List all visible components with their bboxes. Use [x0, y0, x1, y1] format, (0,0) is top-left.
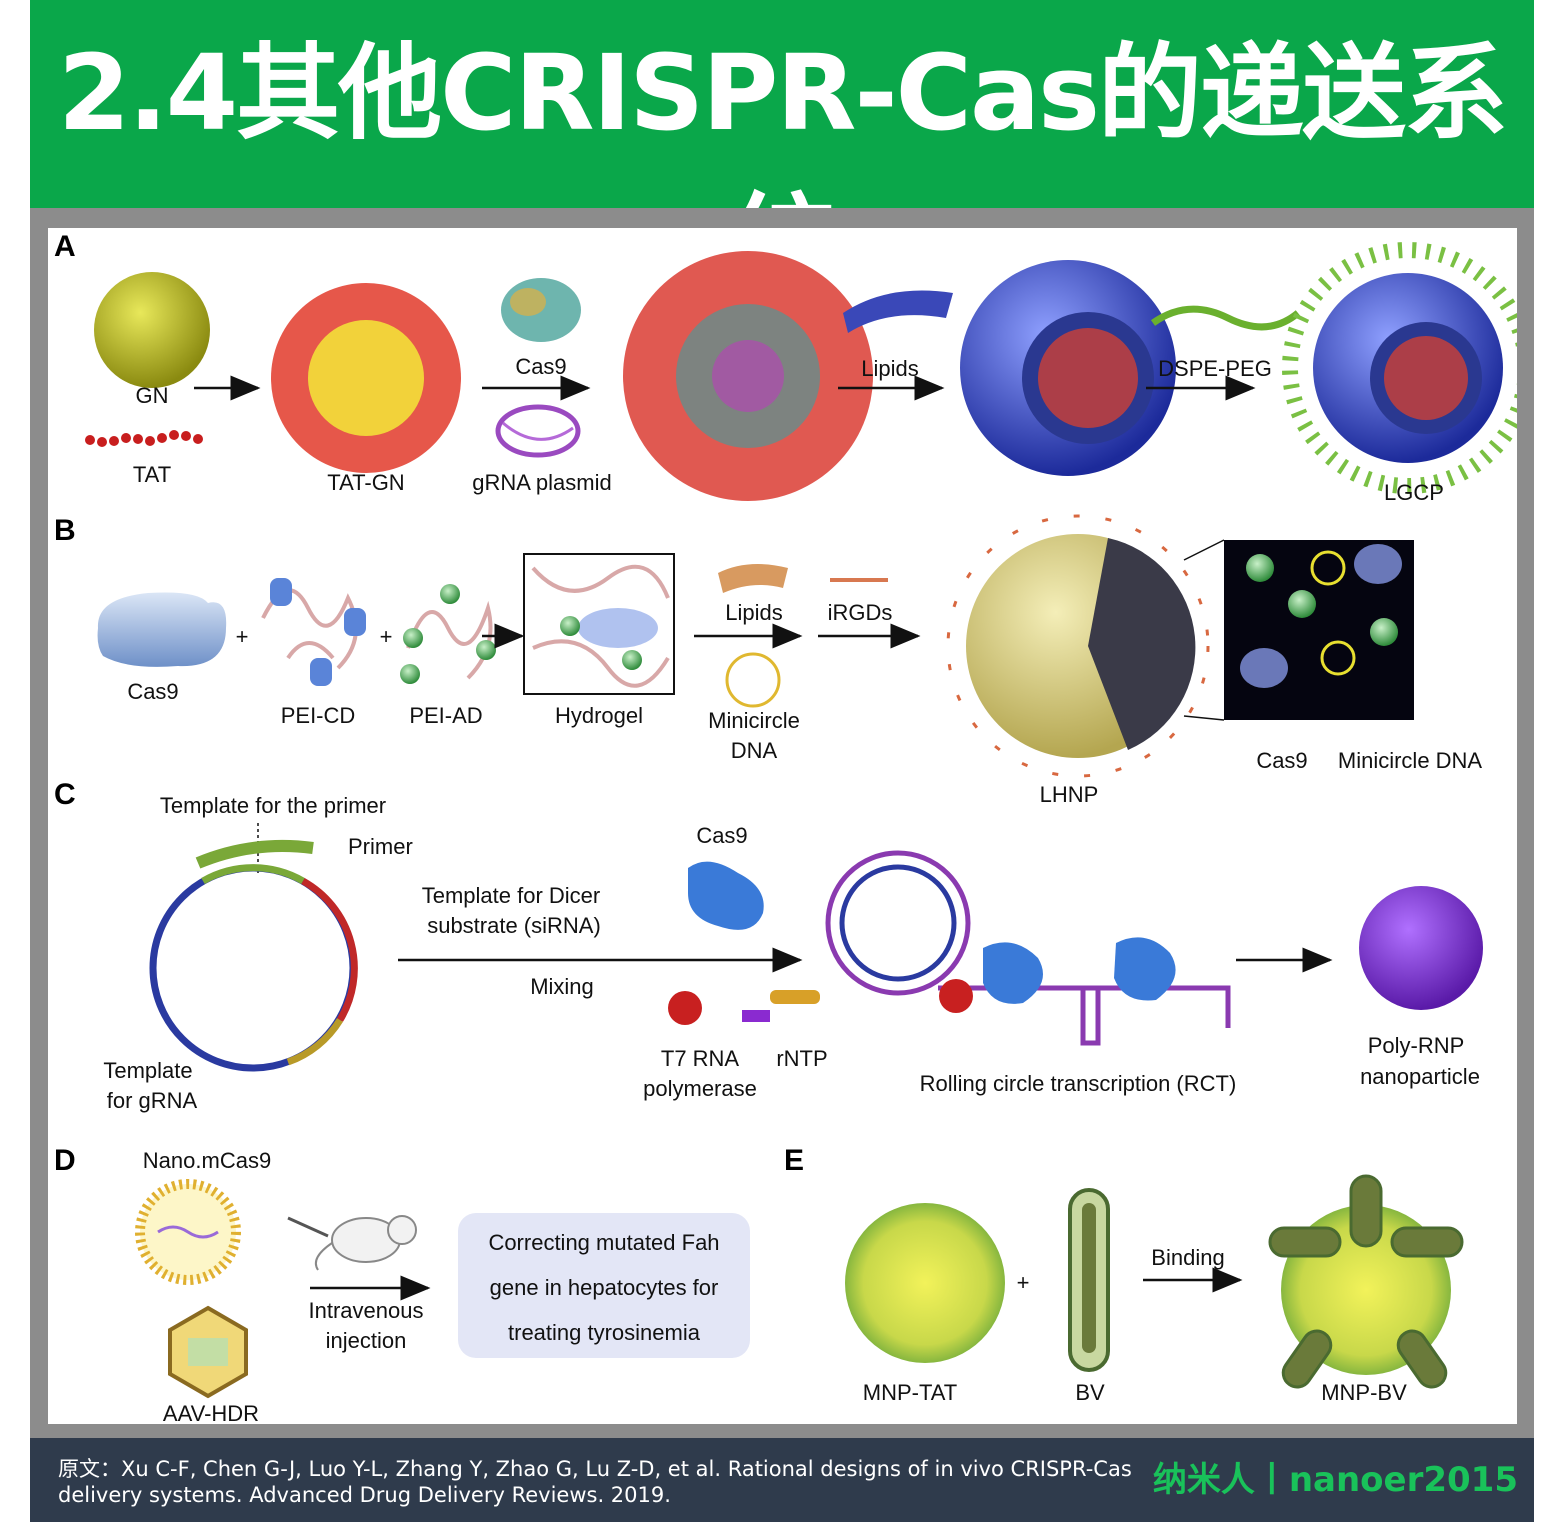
pei-ad-label: PEI-AD [409, 703, 482, 728]
dna-template-circle [149, 864, 358, 1072]
template-dicer-label-2: substrate (siRNA) [427, 913, 601, 938]
mnp-bv-complex [1268, 1174, 1464, 1389]
tat-gn-label: TAT-GN [327, 470, 404, 495]
cas9-blob-c [688, 861, 764, 930]
gold-nanoparticle [94, 272, 210, 388]
tat-gn-particle [271, 283, 461, 473]
poly-rnp-label-2: nanoparticle [1360, 1064, 1480, 1089]
lgcp-particle [1282, 242, 1517, 494]
outcome-line-3: treating tyrosinemia [508, 1320, 701, 1345]
t7-polymerase-icon [668, 991, 702, 1025]
tat-peptide-chain [85, 430, 203, 447]
minicircle-label-1: Minicircle [708, 708, 800, 733]
loaded-nanoparticle [623, 251, 873, 501]
poly-rnp-label-1: Poly-RNP [1368, 1033, 1465, 1058]
cas9-label-c: Cas9 [696, 823, 747, 848]
dspe-peg-label: DSPE-PEG [1158, 356, 1272, 381]
nano-mcas9-label: Nano.mCas9 [143, 1148, 271, 1173]
aav-hdr-label: AAV-HDR [163, 1401, 259, 1424]
template-grna-label-2: for gRNA [107, 1088, 198, 1113]
lipid-coated-particle [960, 260, 1176, 476]
rct-label: Rolling circle transcription (RCT) [920, 1071, 1237, 1096]
lhnp-particle [946, 514, 1210, 778]
primer-label: Primer [348, 834, 413, 859]
mnp-tat-label: MNP-TAT [863, 1380, 958, 1405]
lgcp-label: LGCP [1384, 480, 1444, 505]
irgds-label: iRGDs [828, 600, 893, 625]
cas9-label-b: Cas9 [127, 679, 178, 704]
plus-sign-e: + [1017, 1270, 1030, 1295]
lipids-icon-b [718, 564, 788, 593]
poly-rnp-particle [1359, 886, 1483, 1010]
pei-cd-icon [261, 578, 366, 686]
lhnp-label: LHNP [1040, 782, 1099, 807]
binding-label: Binding [1151, 1245, 1224, 1270]
baculovirus-rod [1068, 1188, 1110, 1372]
grna-plasmid-icon [495, 404, 581, 458]
footer: 原文：Xu C-F, Chen G-J, Luo Y-L, Zhang Y, Z… [30, 1438, 1534, 1522]
mnp-bv-label: MNP-BV [1321, 1380, 1407, 1405]
plus-sign-b2: + [380, 624, 393, 649]
bv-label: BV [1075, 1380, 1105, 1405]
panel-b-letter: B [54, 514, 76, 547]
outcome-line-1: Correcting mutated Fah [488, 1230, 719, 1255]
pei-ad-icon [400, 584, 496, 684]
rct-diagram [825, 850, 1231, 1046]
syringe-icon [287, 1216, 329, 1238]
t7-label-2: polymerase [643, 1076, 757, 1101]
gn-label: GN [136, 383, 169, 408]
hydrogel-box [523, 553, 675, 695]
template-grna-label-1: Template [103, 1058, 192, 1083]
primer-strand [195, 839, 314, 869]
pei-cd-label: PEI-CD [281, 703, 356, 728]
cas9-protein-icon [501, 278, 581, 342]
minicircle-label-2: DNA [731, 738, 778, 763]
grna-plasmid-label: gRNA plasmid [472, 470, 611, 495]
mixing-label: Mixing [530, 974, 594, 999]
hydrogel-label: Hydrogel [555, 703, 643, 728]
minicircle-dna-icon [725, 652, 781, 708]
figure-panel: A GN TAT TAT-GN Cas9 gRNA plasmid Lipids… [48, 228, 1517, 1424]
outcome-box [458, 1213, 750, 1358]
dspe-peg-icon [1150, 305, 1301, 331]
lhnp-zoom-inset [1224, 540, 1414, 720]
injection-label: injection [326, 1328, 407, 1353]
mouse-icon [314, 1215, 417, 1271]
panel-c-letter: C [54, 778, 76, 811]
brand-watermark: 纳米人丨nanoer2015 [1152, 1460, 1518, 1500]
mnp-tat-particle [845, 1203, 1005, 1363]
page-title: 2.4其他CRISPR-Cas的递送系统 [57, 32, 1508, 304]
panel-a-letter: A [54, 230, 76, 263]
intravenous-label: Intravenous [309, 1298, 424, 1323]
nano-mcas9-particle [135, 1179, 241, 1285]
rntp-chain-icon [770, 990, 820, 1004]
title-bar [30, 0, 1534, 208]
figure-svg: A GN TAT TAT-GN Cas9 gRNA plasmid Lipids… [54, 230, 1517, 1424]
cas9-blob-b [97, 592, 227, 667]
template-primer-label: Template for the primer [160, 793, 386, 818]
zoom-line-top [1183, 539, 1225, 561]
lipids-sheet-icon [843, 290, 953, 333]
rntp-label: rNTP [776, 1046, 827, 1071]
template-dicer-label-1: Template for Dicer [422, 883, 601, 908]
cas9-legend-label: Cas9 [1256, 748, 1307, 773]
t7-label-1: T7 RNA [661, 1046, 740, 1071]
rntp-purple-icon [742, 1010, 770, 1022]
tat-label: TAT [133, 462, 171, 487]
outcome-line-2: gene in hepatocytes for [490, 1275, 719, 1300]
panel-d-letter: D [54, 1144, 76, 1177]
minicircle-legend-label: Minicircle DNA [1338, 748, 1483, 773]
lipids-label-a: Lipids [861, 356, 918, 381]
lipids-label-b: Lipids [725, 600, 782, 625]
zoom-line-bottom [1183, 715, 1225, 721]
plus-sign-b1: + [236, 624, 249, 649]
citation-text: 原文：Xu C-F, Chen G-J, Luo Y-L, Zhang Y, Z… [58, 1457, 1132, 1507]
cas9-label-a: Cas9 [515, 354, 566, 379]
panel-e-letter: E [784, 1144, 804, 1177]
aav-hdr-particle [168, 1305, 248, 1399]
